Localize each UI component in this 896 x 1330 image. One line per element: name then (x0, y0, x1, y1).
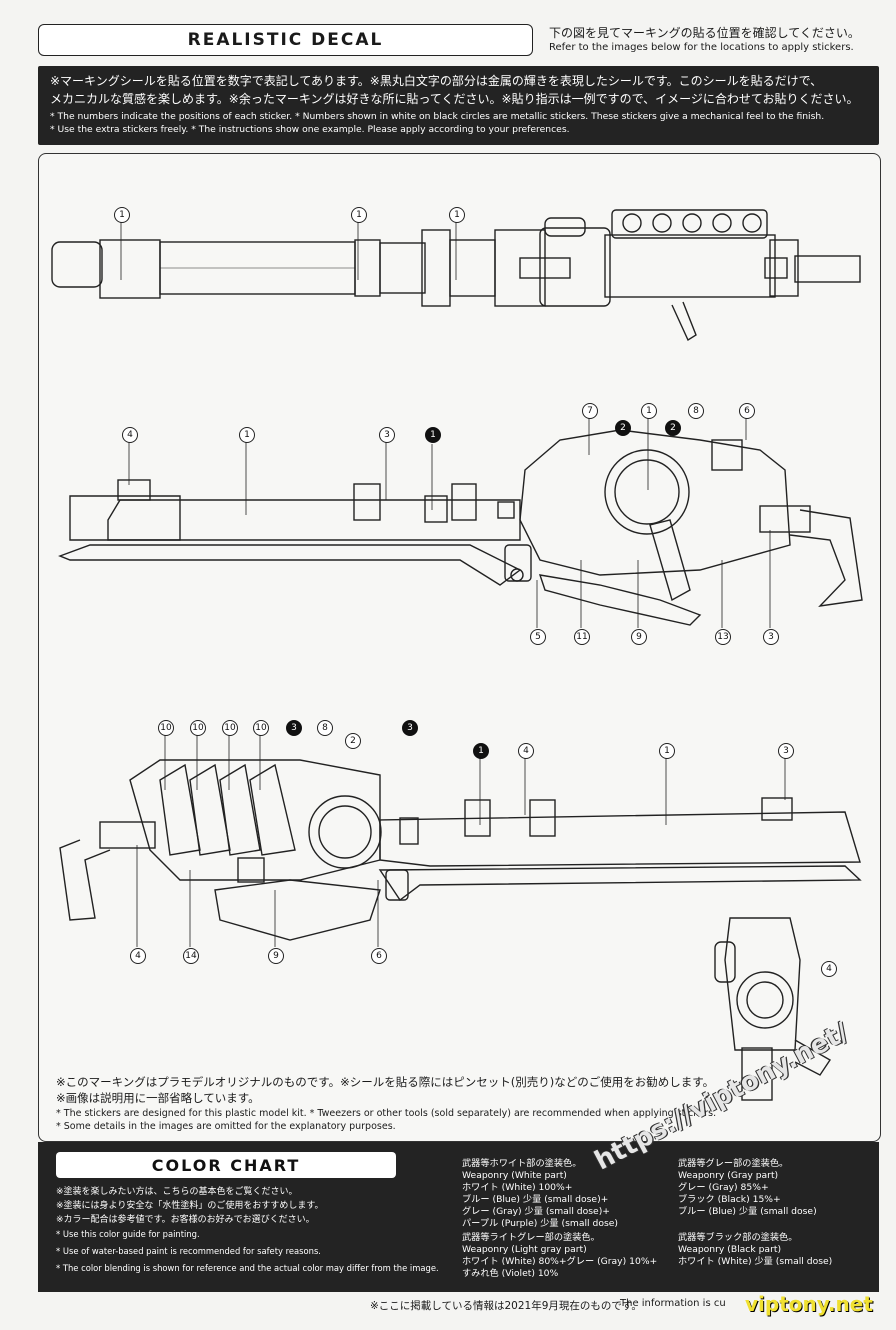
color-group-head-jp: 武器等グレー部の塗装色。 (678, 1158, 789, 1169)
color-group-head-jp: 武器等ブラック部の塗装色。 (678, 1232, 798, 1243)
callout-marker-10: 10 (253, 720, 269, 736)
callout-marker-3: 3 (286, 720, 302, 736)
color-group-head-en: Weaponry (White part) (462, 1170, 567, 1181)
callout-marker-3: 3 (778, 743, 794, 759)
chart-note-jp-1: ※塗装を楽しみたい方は、こちらの基本色をご覧ください。 (56, 1187, 298, 1197)
callout-marker-8: 8 (317, 720, 333, 736)
callout-marker-1: 1 (425, 427, 441, 443)
top-view-diagram (51, 209, 861, 342)
instruction-jp: 下の図を見てマーキングの貼る位置を確認してください。 (549, 26, 860, 40)
color-group-head-jp: 武器等ホワイト部の塗装色。 (462, 1158, 582, 1169)
footnote-jp: ※このマーキングはプラモデルオリジナルのものです。※シールを貼る際にはピンセット… (56, 1074, 714, 1090)
chart-note-en-2: * Use of water-based paint is recommende… (56, 1246, 321, 1256)
callout-marker-10: 10 (190, 720, 206, 736)
side-view-diagram (58, 429, 863, 626)
callout-marker-4: 4 (518, 743, 534, 759)
callout-marker-2: 2 (345, 733, 361, 749)
color-chart-title: COLOR CHART (151, 1156, 301, 1175)
callout-marker-1: 1 (351, 207, 367, 223)
callout-marker-2: 2 (615, 420, 631, 436)
decal-title: REALISTIC DECAL (187, 30, 384, 50)
callout-marker-5: 5 (530, 629, 546, 645)
diagram-panel (38, 153, 881, 1142)
color-group-head-en: Weaponry (Gray part) (678, 1170, 779, 1181)
callout-marker-1: 1 (659, 743, 675, 759)
callout-marker-7: 7 (582, 403, 598, 419)
callout-marker-1: 1 (641, 403, 657, 419)
notice-jp-line2: メカニカルな質感を楽しめます。※余ったマーキングは好きな所に貼ってください。※貼… (50, 92, 859, 106)
callout-marker-8: 8 (688, 403, 704, 419)
footnote-en-1: * The stickers are designed for this pla… (56, 1108, 717, 1119)
notice-en: * The numbers indicate the positions of … (50, 110, 880, 136)
color-line: ブルー (Blue) 少量 (small dose)+ (462, 1194, 609, 1205)
color-group-head-en: Weaponry (Black part) (678, 1244, 782, 1255)
chart-note-en-3: * The color blending is shown for refere… (56, 1263, 439, 1273)
footnote-jp-1: ※このマーキングはプラモデルオリジナルのものです。※シールを貼る際にはピンセット… (56, 1075, 715, 1089)
callout-marker-6: 6 (371, 948, 387, 964)
color-line: ホワイト (White) 少量 (small dose) (678, 1256, 833, 1267)
chart-note-jp-2: ※塗装には身より安全な「水性塗料」のご使用をおすすめします。 (56, 1201, 324, 1211)
color-group-white: 武器等ホワイト部の塗装色。 Weaponry (White part) ホワイト… (462, 1158, 618, 1230)
color-group-gray: 武器等グレー部の塗装色。 Weaponry (Gray part) グレー (G… (678, 1158, 817, 1218)
callout-marker-13: 13 (715, 629, 731, 645)
callout-marker-3: 3 (402, 720, 418, 736)
callout-marker-2: 2 (665, 420, 681, 436)
color-group-black: 武器等ブラック部の塗装色。 Weaponry (Black part) ホワイト… (678, 1232, 832, 1268)
footnote-en-2: * Some details in the images are omitted… (56, 1121, 396, 1132)
color-line: すみれ色 (Violet) 10% (462, 1268, 559, 1279)
callout-marker-9: 9 (631, 629, 647, 645)
callout-marker-11: 11 (574, 629, 590, 645)
callout-marker-14: 14 (183, 948, 199, 964)
callout-marker-4: 4 (821, 961, 837, 977)
footer-en: The information is cu (620, 1298, 726, 1309)
color-line: ブルー (Blue) 少量 (small dose) (678, 1206, 817, 1217)
footer-jp: ※ここに掲載している情報は2021年9月現在のものです。 (370, 1300, 642, 1312)
color-group-head-en: Weaponry (Light gray part) (462, 1244, 587, 1255)
color-chart-title-box: COLOR CHART (56, 1152, 396, 1178)
color-group-light-gray: 武器等ライトグレー部の塗装色。 Weaponry (Light gray par… (462, 1232, 657, 1280)
color-line: ホワイト (White) 100%+ (462, 1182, 573, 1193)
decal-title-box: REALISTIC DECAL (38, 24, 533, 56)
callout-marker-9: 9 (268, 948, 284, 964)
callout-marker-3: 3 (379, 427, 395, 443)
reverse-view-diagram (59, 759, 862, 941)
color-line: グレー (Gray) 少量 (small dose)+ (462, 1206, 610, 1217)
callout-marker-4: 4 (122, 427, 138, 443)
notice-jp: ※マーキングシールを貼る位置を数字で表記してあります。※黒丸白文字の部分は金属の… (50, 72, 880, 108)
color-line: ブラック (Black) 15%+ (678, 1194, 781, 1205)
callout-marker-6: 6 (739, 403, 755, 419)
callout-marker-4: 4 (130, 948, 146, 964)
notice-jp-line1: ※マーキングシールを貼る位置を数字で表記してあります。※黒丸白文字の部分は金属の… (50, 74, 823, 88)
callout-marker-10: 10 (222, 720, 238, 736)
color-chart-box: COLOR CHART ※塗装を楽しみたい方は、こちらの基本色をご覧ください。 … (38, 1142, 879, 1292)
rear-view-diagram (714, 917, 831, 1101)
callout-marker-1: 1 (473, 743, 489, 759)
callout-marker-1: 1 (449, 207, 465, 223)
instruction-en: Refer to the images below for the locati… (549, 42, 854, 53)
callout-marker-10: 10 (158, 720, 174, 736)
color-group-head-jp: 武器等ライトグレー部の塗装色。 (462, 1232, 600, 1243)
callout-marker-3: 3 (763, 629, 779, 645)
color-line: パープル (Purple) 少量 (small dose) (462, 1218, 618, 1229)
footnote-jp-2: ※画像は説明用に一部省略しています。 (56, 1091, 260, 1105)
callout-marker-1: 1 (114, 207, 130, 223)
callout-marker-1: 1 (239, 427, 255, 443)
chart-note-jp-3: ※カラー配合は参考値です。お客様のお好みでお選びください。 (56, 1215, 315, 1225)
notice-en-line2: * Use the extra stickers freely. * The i… (50, 124, 570, 135)
color-line: ホワイト (White) 80%+グレー (Gray) 10%+ (462, 1256, 658, 1267)
notice-en-line1: * The numbers indicate the positions of … (50, 111, 825, 122)
callout-lines (120, 222, 786, 947)
color-line: グレー (Gray) 85%+ (678, 1182, 769, 1193)
chart-note-en-1: * Use this color guide for painting. (56, 1229, 200, 1239)
notice-box: ※マーキングシールを貼る位置を数字で表記してあります。※黒丸白文字の部分は金属の… (38, 66, 879, 145)
